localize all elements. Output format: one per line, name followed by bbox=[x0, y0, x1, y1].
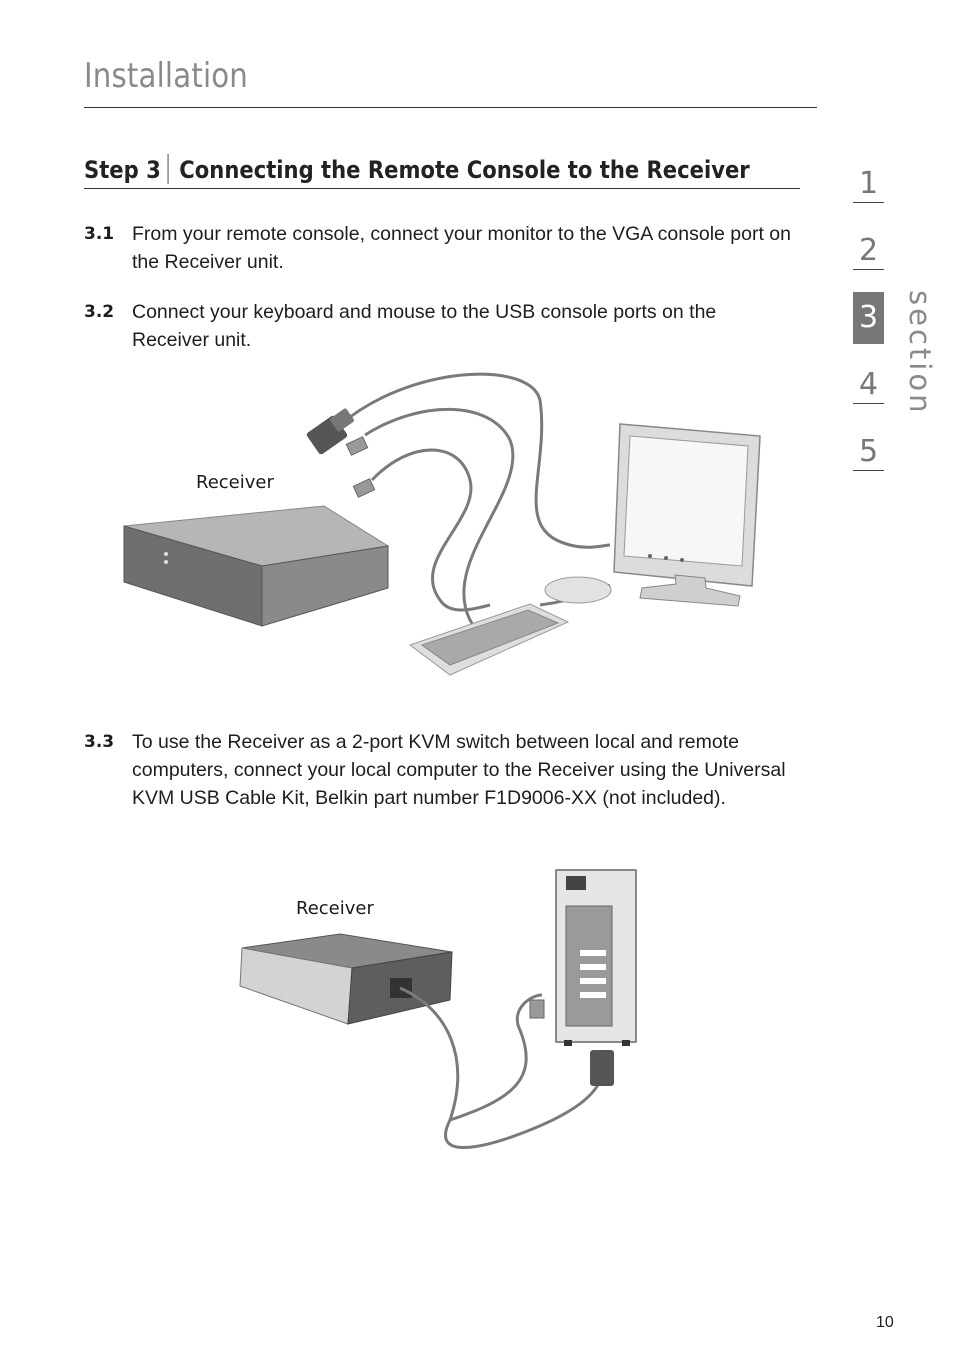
step-heading: Step 3 Connecting the Remote Console to t… bbox=[84, 154, 800, 189]
kvm-cable bbox=[399, 986, 604, 1149]
keyboard bbox=[408, 603, 570, 676]
instruction-3-3: 3.3 To use the Receiver as a 2-port KVM … bbox=[84, 728, 794, 812]
vga-connector bbox=[306, 408, 354, 455]
section-tab-5[interactable]: 5 bbox=[853, 434, 884, 471]
chapter-rule bbox=[84, 107, 817, 108]
instruction-3-1: 3.1 From your remote console, connect yo… bbox=[84, 220, 794, 276]
step-title: Connecting the Remote Console to the Rec… bbox=[179, 156, 750, 184]
step-separator bbox=[167, 154, 169, 184]
instruction-number: 3.2 bbox=[84, 302, 115, 322]
instruction-3-2: 3.2 Connect your keyboard and mouse to t… bbox=[84, 298, 794, 354]
page-number: 10 bbox=[876, 1314, 894, 1331]
receiver-device bbox=[123, 505, 390, 627]
receiver-label: Receiver bbox=[196, 472, 274, 493]
remote-console-illustration bbox=[123, 372, 761, 676]
instruction-number: 3.3 bbox=[84, 732, 115, 752]
section-label: section bbox=[903, 290, 937, 416]
instruction-text: To use the Receiver as a 2-port KVM swit… bbox=[132, 731, 786, 809]
section-tab-4[interactable]: 4 bbox=[853, 367, 884, 404]
receiver-device bbox=[239, 933, 453, 1025]
mouse bbox=[544, 576, 612, 604]
usb-connector bbox=[529, 999, 545, 1019]
section-tab-2[interactable]: 2 bbox=[853, 233, 884, 270]
section-tab-3[interactable]: 3 bbox=[853, 292, 884, 344]
receiver-label: Receiver bbox=[296, 898, 374, 919]
chapter-title: Installation bbox=[84, 56, 249, 96]
instruction-text: Connect your keyboard and mouse to the U… bbox=[132, 301, 717, 351]
step-number: Step 3 bbox=[84, 156, 161, 184]
usb-connector bbox=[345, 436, 376, 498]
instruction-text: From your remote console, connect your m… bbox=[132, 223, 791, 273]
local-computer-illustration bbox=[239, 869, 637, 1149]
monitor bbox=[613, 423, 761, 607]
vga-connector bbox=[590, 1050, 614, 1086]
computer-tower bbox=[555, 869, 637, 1046]
instruction-number: 3.1 bbox=[84, 224, 115, 244]
section-tab-1[interactable]: 1 bbox=[853, 166, 884, 203]
